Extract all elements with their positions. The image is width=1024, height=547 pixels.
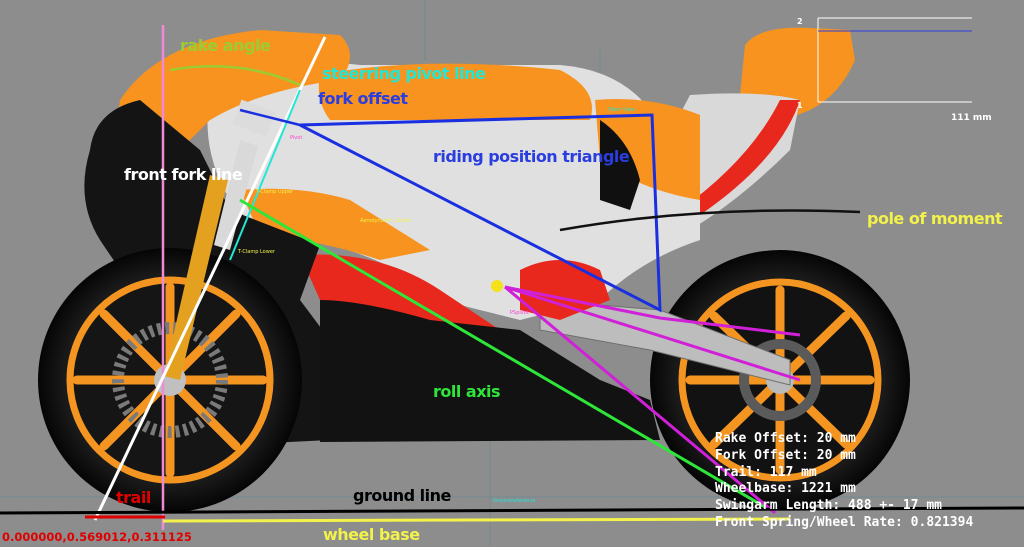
fork-offset-label: fork offset (318, 89, 408, 108)
fairing-body (84, 30, 700, 445)
trail-label: trail (116, 488, 151, 507)
rake-offset-readout: Rake Offset: 20 mm (715, 431, 856, 446)
measurement-readout: Rake Offset: 20 mm Fork Offset: 20 mm Tr… (715, 431, 1024, 532)
trail-readout: Trail: 117 mm (715, 464, 817, 480)
scale-tick-top: 2 (797, 17, 803, 26)
swingarm-length-readout: Swingarm Length: 488 +- 17 mm (715, 498, 942, 514)
cursor-coordinates: 0.000000,0.569012,0.311125 (2, 530, 192, 544)
front-fork-line-label: front fork line (124, 165, 243, 184)
yoke-lower-helper-label: T-Clamp Lower (238, 249, 275, 255)
pole-of-moment-label: pole of moment (867, 209, 1003, 228)
wheelbase-readout: Wheelbase: 1221 mm (715, 481, 856, 497)
front-forks (164, 99, 276, 380)
scale-widget (817, 17, 972, 103)
ground-reference-helper-label: Groundreference (493, 498, 536, 504)
yoke-upper-helper-label: T-Clamp Upper (256, 189, 294, 195)
scale-tick-bottom: 1 (797, 101, 803, 110)
aero-center-helper-label: Aerodynamic Center (360, 218, 412, 224)
rear-wheel (650, 250, 910, 510)
steering-pivot-line-label: steerring pivot line (322, 64, 486, 83)
riding-position-triangle-label: riding position triangle (433, 147, 630, 166)
front-wheel (38, 248, 302, 512)
spring-wheel-rate-readout: Front Spring/Wheel Rate: 0.821394 (715, 514, 974, 530)
fork-offset-readout: Fork Offset: 20 mm (715, 447, 856, 463)
scale-label: 111 mm (951, 113, 992, 123)
circle-marker-icon (491, 280, 503, 292)
construction-lines (0, 25, 1024, 530)
rake-angle-label: rake angle (180, 36, 271, 55)
wheel-base-label: wheel base (323, 525, 420, 544)
rider-view-helper-label: Rider View (608, 107, 635, 113)
roll-axis-label: roll axis (433, 382, 501, 401)
swingarm-pivot-helper-label: PSpivot (510, 310, 529, 316)
ground-line-label: ground line (353, 486, 451, 505)
pivot-helper-label: Pivot (290, 135, 303, 141)
